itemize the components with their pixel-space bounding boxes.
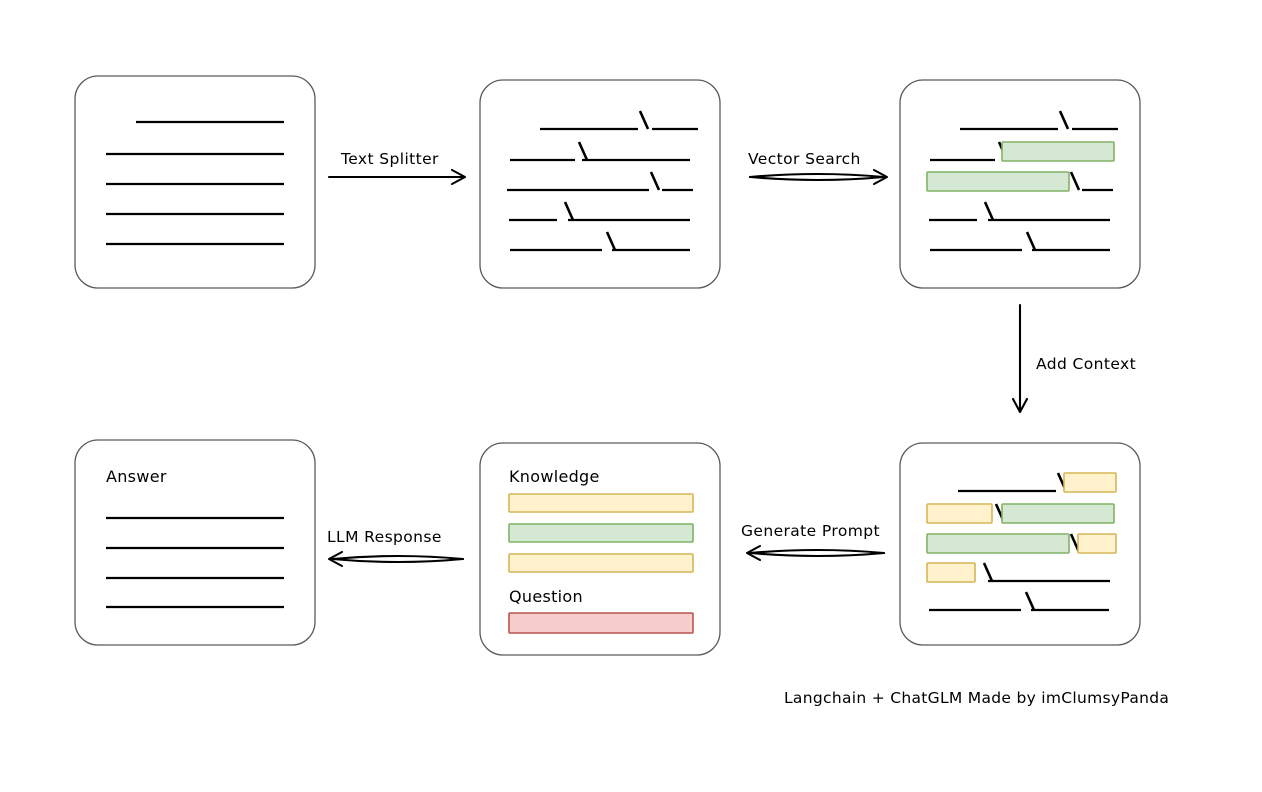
answer-heading: Answer bbox=[106, 467, 167, 486]
card-outline bbox=[479, 79, 721, 289]
knowledge-heading: Knowledge bbox=[509, 467, 600, 486]
card-outline bbox=[74, 439, 316, 646]
knowledge-bar-yellow bbox=[508, 493, 694, 513]
node-answer[interactable]: Answer bbox=[74, 439, 316, 646]
arrow-label: LLM Response bbox=[327, 528, 442, 546]
highlight-box-green bbox=[1001, 503, 1115, 524]
chunk-lines bbox=[926, 472, 1117, 612]
chunk-lines bbox=[926, 110, 1118, 252]
arrow-add-context: Add Context bbox=[1011, 303, 1136, 414]
node-context-added[interactable] bbox=[899, 442, 1141, 646]
highlight-box-yellow bbox=[926, 562, 976, 583]
arrow-vector-search: Vector Search bbox=[748, 150, 889, 186]
highlight-box-yellow bbox=[926, 503, 993, 524]
highlight-box-green bbox=[926, 171, 1070, 192]
arrow-llm-response: LLM Response bbox=[327, 528, 465, 568]
highlight-box-yellow bbox=[1077, 533, 1117, 554]
answer-lines bbox=[106, 516, 284, 609]
arrow-label: Add Context bbox=[1036, 355, 1136, 373]
document-lines bbox=[106, 120, 284, 246]
question-heading: Question bbox=[509, 587, 583, 606]
arrow-label: Generate Prompt bbox=[741, 522, 880, 540]
card-outline bbox=[74, 75, 316, 289]
knowledge-bar-yellow bbox=[508, 553, 694, 573]
arrow-label: Vector Search bbox=[748, 150, 861, 168]
node-source-document[interactable] bbox=[74, 75, 316, 289]
chunk-lines bbox=[507, 110, 698, 252]
footer-credit: Langchain + ChatGLM Made by imClumsyPand… bbox=[784, 689, 1169, 707]
node-prompt[interactable]: Knowledge Question bbox=[479, 442, 721, 656]
highlight-box-yellow bbox=[1063, 472, 1117, 493]
highlight-box-green bbox=[926, 533, 1070, 554]
node-vector-matches[interactable] bbox=[899, 79, 1141, 289]
question-bar-red bbox=[508, 612, 694, 634]
arrow-label: Text Splitter bbox=[340, 150, 439, 168]
arrow-text-splitter: Text Splitter bbox=[327, 150, 467, 186]
node-split-chunks[interactable] bbox=[479, 79, 721, 289]
arrow-generate-prompt: Generate Prompt bbox=[741, 522, 886, 562]
knowledge-bar-green bbox=[508, 523, 694, 543]
highlight-box-green bbox=[1001, 141, 1115, 162]
